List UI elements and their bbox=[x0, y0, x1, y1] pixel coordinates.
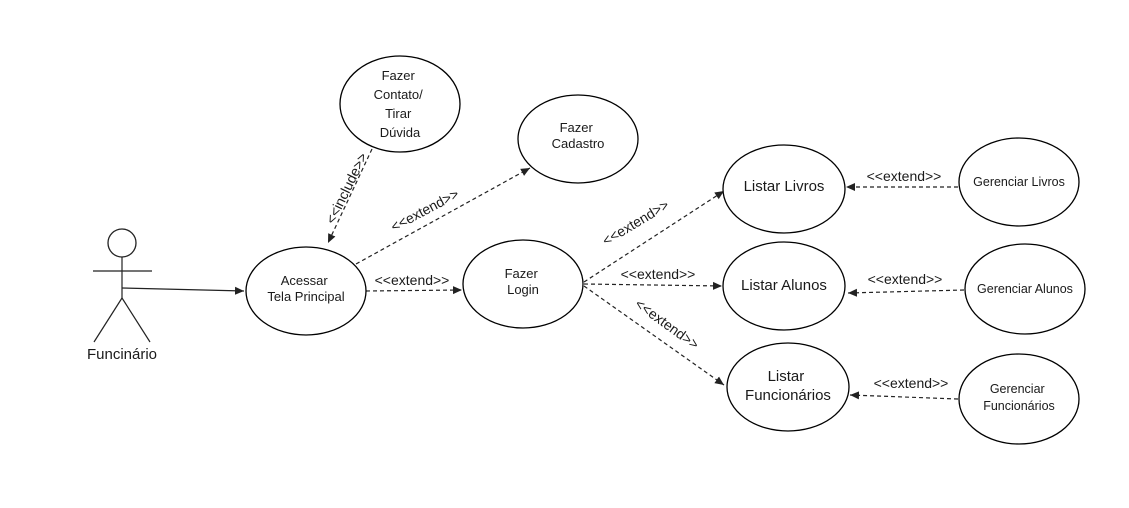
use-case-fazer-login: Fazer Login bbox=[462, 239, 584, 329]
svg-text:Listar Livros: Listar Livros bbox=[744, 178, 825, 195]
uc-contato-line-4: Dúvida bbox=[380, 125, 421, 140]
svg-text:Fazer Login: Fazer Login bbox=[505, 266, 542, 297]
svg-text:Listar Funcionários: Listar Funcionários bbox=[745, 368, 831, 404]
use-case-acessar-tela-principal: Acessar Tela Principal bbox=[245, 246, 367, 336]
use-case-fazer-cadastro: Fazer Cadastro bbox=[517, 94, 639, 184]
use-case-listar-alunos-shape bbox=[722, 241, 846, 331]
uc-alunos-line-1: Listar Alunos bbox=[741, 277, 827, 294]
extend-label-ger-funcionarios: <<extend>> bbox=[874, 375, 949, 391]
svg-text:Gerenciar Alunos: Gerenciar Alunos bbox=[977, 282, 1073, 296]
uc-ger-funcionarios-line-2: Funcionários bbox=[983, 399, 1055, 413]
extend-label-ger-livros: <<extend>> bbox=[867, 168, 942, 184]
use-case-fazer-contato-shape bbox=[339, 55, 461, 153]
uc-funcionarios-line-1: Listar bbox=[768, 368, 805, 385]
use-case-fazer-cadastro-shape bbox=[517, 94, 639, 184]
uc-cadastro-line-2: Cadastro bbox=[552, 136, 605, 151]
extend-label-login: <<extend>> bbox=[375, 272, 450, 288]
use-case-gerenciar-alunos-shape bbox=[964, 243, 1086, 335]
use-case-listar-livros: Listar Livros bbox=[722, 144, 846, 234]
use-case-gerenciar-funcionarios-shape bbox=[958, 353, 1080, 445]
extend-label-alunos: <<extend>> bbox=[621, 266, 696, 282]
uc-contato-line-3: Tirar bbox=[385, 106, 412, 121]
uc-ger-alunos-line-1: Gerenciar Alunos bbox=[977, 282, 1073, 296]
actor-label: Funcinário bbox=[87, 346, 157, 363]
uc-ger-livros-line-1: Gerenciar Livros bbox=[973, 175, 1065, 189]
uc-ger-funcionarios-line-1: Gerenciar bbox=[990, 382, 1045, 396]
actor-head bbox=[107, 228, 137, 258]
uc-livros-line-1: Listar Livros bbox=[744, 178, 825, 195]
use-case-fazer-contato: Fazer Contato/ Tirar Dúvida bbox=[339, 55, 461, 153]
use-case-acessar-tela-principal-shape bbox=[245, 246, 367, 336]
svg-text:Acessar Tela Principal: Acessar Tela Principal bbox=[267, 273, 344, 304]
svg-text:Fazer Cadastro: Fazer Cadastro bbox=[552, 120, 605, 151]
use-case-gerenciar-funcionarios: Gerenciar Funcionários bbox=[958, 353, 1080, 445]
uc-principal-line-2: Tela Principal bbox=[267, 289, 344, 304]
actor-funcionario: Funcinário bbox=[87, 228, 157, 363]
assoc-actor-principal bbox=[121, 286, 245, 295]
uc-login-line-1: Fazer bbox=[505, 266, 539, 281]
svg-text:Gerenciar Funcionários: Gerenciar Funcionários bbox=[983, 382, 1055, 413]
uc-cadastro-line-1: Fazer bbox=[560, 120, 594, 135]
svg-text:Gerenciar Livros: Gerenciar Livros bbox=[973, 175, 1065, 189]
extend-label-livros: <<extend>> bbox=[599, 196, 671, 248]
extend-ger-alunos bbox=[847, 288, 965, 297]
use-case-gerenciar-livros-shape bbox=[958, 137, 1080, 227]
use-case-gerenciar-alunos: Gerenciar Alunos bbox=[964, 243, 1086, 335]
use-case-listar-livros-shape bbox=[722, 144, 846, 234]
use-case-listar-funcionarios-shape bbox=[726, 342, 850, 432]
extend-label-cadastro: <<extend>> bbox=[388, 185, 462, 234]
extend-login-alunos bbox=[583, 281, 723, 290]
extend-login-funcionarios bbox=[583, 285, 725, 386]
uc-contato-line-2: Contato/ bbox=[374, 87, 424, 102]
use-case-listar-alunos: Listar Alunos bbox=[722, 241, 846, 331]
use-case-listar-funcionarios: Listar Funcionários bbox=[726, 342, 850, 432]
actor-right-leg bbox=[121, 297, 151, 343]
uc-funcionarios-line-2: Funcionários bbox=[745, 387, 831, 404]
svg-text:Listar Alunos: Listar Alunos bbox=[741, 277, 827, 294]
uc-contato-line-1: Fazer bbox=[382, 68, 416, 83]
use-case-fazer-login-shape bbox=[462, 239, 584, 329]
uc-login-line-2: Login bbox=[507, 282, 539, 297]
uc-principal-line-1: Acessar bbox=[281, 273, 329, 288]
extend-label-ger-alunos: <<extend>> bbox=[868, 271, 943, 287]
extend-principal-cadastro bbox=[355, 167, 531, 265]
include-label: <<include>> bbox=[322, 150, 370, 226]
svg-text:Fazer Contato/ Tir: Fazer Contato/ Tirar Dúvida bbox=[374, 68, 427, 140]
actor-left-leg bbox=[93, 297, 123, 343]
extend-ger-funcionarios bbox=[849, 391, 959, 400]
extend-label-funcionarios: <<extend>> bbox=[632, 295, 702, 352]
use-case-gerenciar-livros: Gerenciar Livros bbox=[958, 137, 1080, 227]
include-line bbox=[327, 148, 373, 244]
extend-principal-login bbox=[365, 286, 463, 295]
